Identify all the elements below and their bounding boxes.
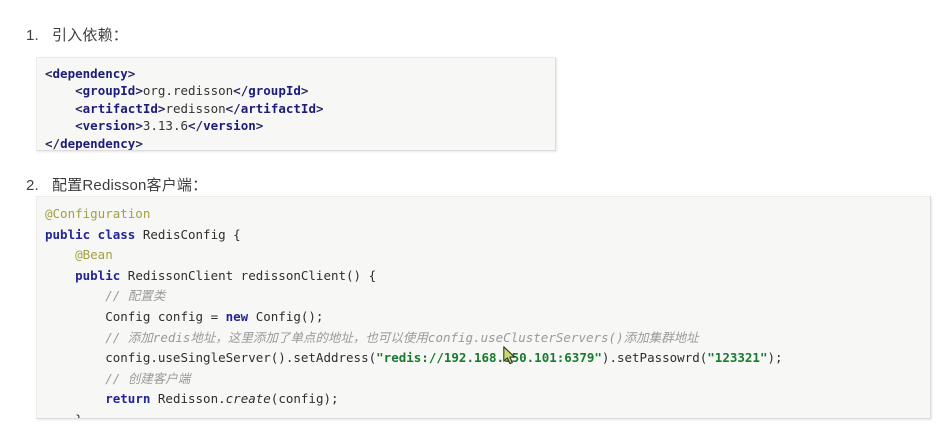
java-line-2: public class RedisConfig { (45, 226, 241, 242)
step-2-heading: 2. 配置Redisson客户端： (26, 174, 207, 195)
xml-line-2: <groupId>org.redisson</groupId> (75, 83, 309, 99)
java-line-8: config.useSingleServer().setAddress("red… (45, 350, 783, 366)
step-2-title: 配置Redisson客户端： (52, 177, 208, 194)
java-line-9: // 创建客户端 (105, 370, 191, 386)
java-line-4: public RedissonClient redissonClient() { (75, 267, 377, 283)
java-line-1: @Configuration (45, 206, 151, 221)
step-1-title: 引入依赖： (52, 27, 129, 44)
step-1-heading: 1. 引入依赖： (26, 24, 128, 45)
xml-line-5: </dependency> (45, 135, 143, 151)
code-block-maven-dependency[interactable]: <dependency> <groupId>org.redisson</grou… (36, 57, 556, 151)
java-line-3: @Bean (75, 247, 113, 263)
java-line-7: // 添加redis地址，这里添加了单点的地址，也可以使用config.useC… (105, 329, 699, 345)
xml-line-1: <dependency> (45, 66, 136, 81)
java-line-11: } (45, 410, 920, 418)
step-2-number: 2. (26, 177, 39, 194)
java-line-10: return Redisson.create(config); (105, 391, 339, 407)
java-line-5: // 配置类 (105, 288, 166, 304)
code-block-redisson-config[interactable]: @Configuration public class RedisConfig {… (36, 196, 931, 419)
java-line-6: Config config = new Config(); (45, 308, 324, 324)
xml-line-4: <version>3.13.6</version> (75, 118, 264, 134)
step-1-number: 1. (26, 27, 39, 44)
xml-line-3: <artifactId>redisson</artifactId> (75, 100, 324, 116)
